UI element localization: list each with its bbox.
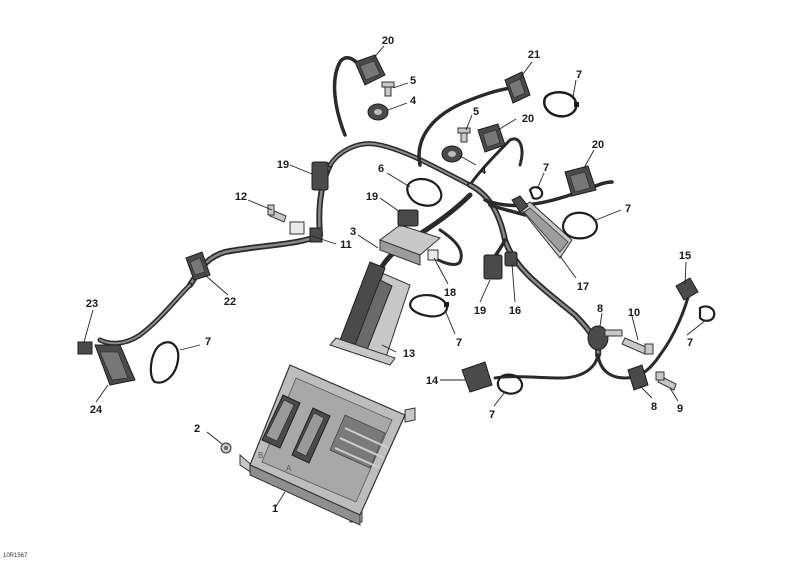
clip-part-7-right — [561, 211, 598, 240]
callout-23: 23 — [86, 298, 98, 310]
callout-7-top: 7 — [576, 69, 582, 81]
callout-16: 16 — [509, 305, 521, 317]
clip-part-11-right — [309, 227, 323, 243]
connector-24 — [94, 344, 136, 386]
callout-21: 21 — [528, 49, 540, 61]
connector-15 — [675, 277, 699, 301]
callout-11-a: 11 — [340, 239, 352, 251]
ecm-marking-a: A — [286, 464, 292, 473]
callout-17: 17 — [577, 281, 589, 293]
connector-22 — [185, 251, 211, 281]
clip-part-11-left — [289, 221, 305, 235]
clip-part-7-top — [543, 91, 579, 118]
connector-19-mid — [397, 209, 419, 227]
clip-part-7-left — [149, 341, 180, 384]
callout-7-small: 7 — [543, 162, 549, 174]
connector-23 — [77, 341, 93, 355]
callout-7-bottom: 7 — [489, 409, 495, 421]
callout-19-top: 19 — [277, 159, 289, 171]
grommet-part-4-top — [367, 103, 389, 121]
sensor-part-17 — [511, 195, 573, 259]
screw-part-10 — [621, 337, 654, 355]
screw-part-9 — [655, 371, 677, 391]
connector-20-right — [564, 165, 597, 197]
grommet-part-8-upper — [587, 325, 623, 351]
screw-part-12 — [267, 204, 287, 223]
clip-part-18 — [427, 249, 439, 261]
connector-19-lower — [483, 254, 503, 280]
connector-16 — [504, 251, 518, 267]
relay-part-3 — [378, 224, 442, 266]
screw-part-5-top — [381, 81, 395, 97]
callout-13: 13 — [403, 348, 415, 360]
callout-19-lower: 19 — [474, 305, 486, 317]
connector-20-top — [354, 54, 386, 86]
clip-part-7-bottom — [496, 373, 524, 395]
callout-6: 6 — [378, 163, 384, 175]
callout-7-center: 7 — [456, 337, 462, 349]
callout-3: 3 — [350, 226, 356, 238]
callout-11-b: 11 — [340, 239, 352, 251]
grommet-part-4-mid — [441, 145, 463, 163]
callout-7-right: 7 — [625, 203, 631, 215]
clip-part-7-small — [528, 186, 544, 200]
callout-8-lower: 8 — [651, 401, 657, 413]
callout-7-far-right: 7 — [687, 337, 693, 349]
callout-5-mid: 5 — [473, 106, 479, 118]
ecm-marking-b: B — [258, 451, 263, 460]
reference-code: 10R1567 — [3, 553, 28, 559]
callout-2: 2 — [194, 423, 200, 435]
callout-labels: 1 2 3 4 4 5 5 6 7 7 7 7 7 7 7 8 8 9 10 1… — [86, 35, 693, 515]
connector-14 — [461, 361, 493, 393]
connector-19-top — [311, 161, 329, 191]
callout-4-top: 4 — [410, 95, 417, 107]
callout-4-mid: 4 — [480, 165, 487, 177]
ecm-connector-13 — [329, 261, 411, 366]
callout-7-left: 7 — [205, 336, 211, 348]
callout-19-mid: 19 — [366, 191, 378, 203]
callout-22: 22 — [224, 296, 236, 308]
grommet-part-8-lower — [627, 364, 649, 391]
screw-part-2 — [220, 442, 232, 454]
callout-14: 14 — [426, 375, 439, 387]
callout-20-mid: 20 — [522, 113, 534, 125]
clip-part-6 — [406, 177, 443, 207]
callout-20-right: 20 — [592, 139, 604, 151]
callout-12: 12 — [235, 191, 247, 203]
callout-15: 15 — [679, 250, 691, 262]
callout-8-upper: 8 — [597, 303, 603, 315]
callout-9: 9 — [677, 403, 683, 415]
screw-part-5-mid — [457, 127, 471, 143]
connector-21 — [504, 71, 531, 104]
leader-lines — [83, 45, 707, 509]
callout-24: 24 — [90, 404, 103, 416]
callout-10: 10 — [628, 307, 640, 319]
connector-20-mid — [477, 123, 506, 153]
callout-18: 18 — [444, 287, 456, 299]
callout-20-top: 20 — [382, 35, 394, 47]
clip-part-7-center — [409, 294, 449, 318]
clip-part-7-far-right — [698, 305, 716, 322]
ecm-module: B A — [239, 364, 416, 526]
callout-1: 1 — [272, 503, 278, 515]
callout-5-top: 5 — [410, 75, 416, 87]
